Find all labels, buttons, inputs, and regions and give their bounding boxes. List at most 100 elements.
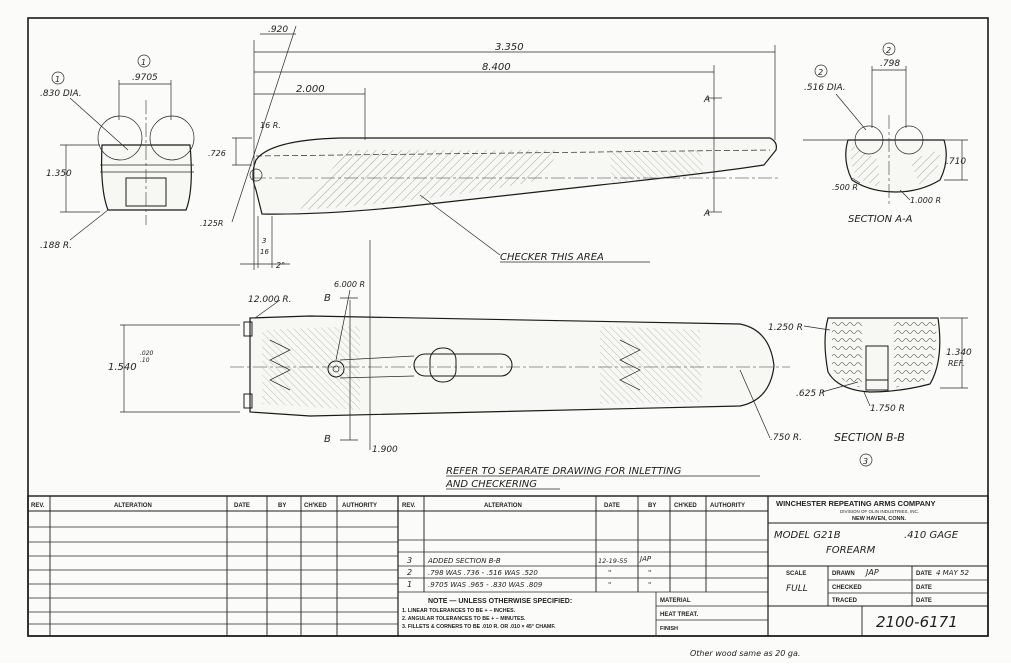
dim-1540-tol-minus: .10 bbox=[140, 357, 150, 364]
callout-3: 3 bbox=[863, 457, 868, 466]
date-label: DATE bbox=[916, 585, 932, 591]
dim-920: .920 bbox=[268, 25, 288, 35]
rev-3-by: JAP bbox=[638, 555, 652, 563]
dim-1750r: 1.750 R bbox=[870, 404, 905, 414]
date-label: DATE bbox=[916, 598, 932, 604]
dim-3-16-num: 3 bbox=[262, 237, 266, 245]
header-by: BY bbox=[648, 503, 656, 509]
drawn-label: DRAWN bbox=[832, 571, 855, 577]
rev-2-date: " bbox=[608, 569, 611, 577]
model-name: MODEL G21B bbox=[774, 530, 841, 541]
end-view: 1 1 .830 DIA. .9705 1.350 .188 R. bbox=[40, 54, 195, 251]
dim-1250r: 1.250 R bbox=[768, 323, 803, 333]
finish-label: FINISH bbox=[660, 626, 678, 632]
section-a-top: A bbox=[703, 95, 710, 105]
dim-12000r: 12.000 R. bbox=[248, 295, 291, 305]
dim-830-dia: .830 DIA. bbox=[40, 89, 82, 99]
date-value: 4 MAY 52 bbox=[936, 569, 969, 577]
company-division: DIVISION OF OLIN INDUSTRIES, INC. bbox=[840, 509, 919, 514]
callout-2: 2 bbox=[818, 68, 823, 77]
callout-1: 1 bbox=[141, 58, 146, 67]
callout-balloon bbox=[814, 64, 828, 78]
dim-125r: .125R bbox=[200, 219, 223, 228]
dim-ref: REF. bbox=[948, 359, 965, 368]
material-label: MATERIAL bbox=[660, 598, 691, 604]
dim-6000r: 6.000 R bbox=[334, 280, 365, 289]
section-bb: 1.250 R .625 R 1.750 R 1.340 REF. SECTIO… bbox=[768, 317, 972, 467]
callout-1: 1 bbox=[55, 75, 60, 84]
notes-line1: 1. LINEAR TOLERANCES TO BE + − INCHES. bbox=[402, 608, 516, 614]
callout-balloon bbox=[882, 42, 896, 56]
dim-798: .798 bbox=[880, 59, 900, 69]
callout-2: 2 bbox=[886, 46, 891, 55]
header-by: BY bbox=[278, 503, 286, 509]
rev-2-by: " bbox=[648, 569, 651, 577]
part-name: FOREARM bbox=[826, 545, 876, 556]
dim-2000: 2.000 bbox=[296, 84, 325, 95]
checker-note: CHECKER THIS AREA bbox=[500, 252, 604, 263]
rev-1: 1 bbox=[407, 580, 412, 589]
dim-3-16-den: 16 bbox=[260, 248, 269, 256]
section-a-bottom: A bbox=[703, 209, 710, 219]
dim-1340: 1.340 bbox=[946, 348, 972, 358]
company-location: NEW HAVEN, CONN. bbox=[852, 516, 906, 522]
checked-label: CHECKED bbox=[832, 585, 862, 591]
plan-view: 12.000 R. 6.000 R B B 1.540 .020 .10 1.9… bbox=[108, 240, 802, 455]
header-authority: AUTHORITY bbox=[710, 503, 745, 509]
header-checked: CH'KED bbox=[674, 503, 697, 509]
dim-1000r: 1.000 R bbox=[910, 196, 941, 205]
callout-balloon bbox=[137, 54, 151, 68]
rev-1-by: " bbox=[648, 581, 651, 589]
scale-value: FULL bbox=[786, 584, 808, 594]
revision-table: REV. ALTERATION DATE BY CH'KED AUTHORITY… bbox=[27, 495, 989, 637]
dim-1900: 1.900 bbox=[372, 445, 398, 455]
dim-3350: 3.350 bbox=[495, 42, 524, 53]
dim-710: .710 bbox=[946, 157, 966, 167]
dim-516-dia: .516 DIA. bbox=[804, 83, 846, 93]
traced-label: TRACED bbox=[832, 598, 858, 604]
section-aa-title: SECTION A-A bbox=[848, 214, 913, 225]
dim-726: .726 bbox=[208, 149, 226, 158]
dim-8400: 8.400 bbox=[482, 62, 511, 73]
header-alteration: ALTERATION bbox=[114, 503, 152, 509]
scale-label: SCALE bbox=[786, 571, 806, 577]
rev-1-alteration: .9705 WAS .965 - .830 WAS .809 bbox=[428, 581, 543, 589]
dim-2deg: 2° bbox=[276, 261, 285, 270]
dim-1540: 1.540 bbox=[108, 362, 137, 373]
rev-3-date: 12-19-55 bbox=[598, 557, 628, 565]
section-b-bottom: B bbox=[324, 434, 331, 445]
dim-188r: .188 R. bbox=[40, 241, 72, 251]
dim-1350: 1.350 bbox=[46, 169, 72, 179]
dim-750r: .750 R. bbox=[770, 433, 802, 443]
callout-balloon bbox=[51, 71, 65, 85]
header-date: DATE bbox=[604, 503, 620, 509]
header-checked: CH'KED bbox=[304, 503, 327, 509]
dim-16r: 16 R. bbox=[260, 121, 281, 130]
refer-note-line2: AND CHECKERING bbox=[445, 479, 537, 490]
dim-500r: .500 R bbox=[832, 183, 858, 192]
rev-2-alteration: .798 WAS .736 - .516 WAS .520 bbox=[428, 569, 538, 577]
section-aa: 2 2 .798 .516 DIA. .710 .500 R 1.000 R S… bbox=[803, 42, 968, 225]
rev-3-alteration: ADDED SECTION B-B bbox=[427, 557, 501, 565]
notes-line3: 3. FILLETS & CORNERS TO BE .010 R. OR .0… bbox=[402, 624, 556, 630]
header-rev: REV. bbox=[402, 503, 416, 509]
footer-handwritten-note: Other wood same as 20 ga. bbox=[690, 649, 800, 658]
section-bb-title: SECTION B-B bbox=[834, 431, 905, 444]
drawn-value: JAP bbox=[864, 568, 879, 577]
date-label: DATE bbox=[916, 571, 932, 577]
section-b-top: B bbox=[324, 293, 331, 304]
side-view: .920 3.350 8.400 2.000 16 R. .726 .125R … bbox=[200, 25, 780, 270]
rev-2: 2 bbox=[407, 568, 412, 577]
callout-balloon bbox=[859, 453, 873, 467]
title-block: WINCHESTER REPEATING ARMS COMPANY DIVISI… bbox=[768, 499, 988, 636]
dim-9705: .9705 bbox=[132, 73, 158, 83]
rev-1-date: " bbox=[608, 581, 611, 589]
header-rev: REV. bbox=[31, 503, 45, 509]
heat-treat-label: HEAT TREAT. bbox=[660, 612, 698, 618]
gage: .410 GAGE bbox=[904, 530, 959, 541]
notes-title: NOTE — UNLESS OTHERWISE SPECIFIED: bbox=[428, 598, 572, 605]
refer-note-line1: REFER TO SEPARATE DRAWING FOR INLETTING bbox=[446, 466, 682, 477]
dim-625r: .625 R bbox=[796, 389, 825, 399]
